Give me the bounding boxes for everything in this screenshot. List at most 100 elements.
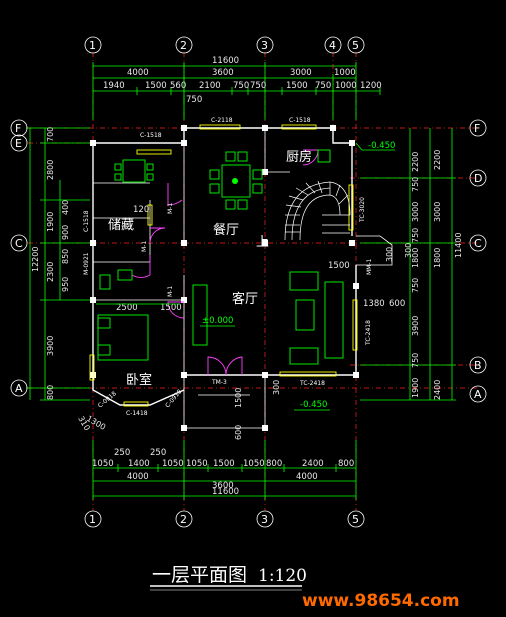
axis-right-b: B bbox=[474, 359, 482, 372]
dim-top-r3-6: 1500 bbox=[286, 81, 308, 91]
dim-top-r3-1: 1500 bbox=[145, 81, 167, 91]
dim-top-r3-9: 1200 bbox=[360, 81, 382, 91]
dim-right-o1: 3000 bbox=[433, 202, 442, 222]
dim-left-m2: 1900 bbox=[46, 212, 55, 232]
dim-top-r3-2: 560 bbox=[170, 81, 186, 91]
dim-right-i8: 1900 bbox=[411, 378, 420, 398]
dim-bot-r1-6: 800 bbox=[266, 459, 282, 469]
elevation-living: ±0.000 bbox=[202, 316, 233, 326]
dim-right-i4: 1800 bbox=[411, 248, 420, 268]
dim-top-sub: 750 bbox=[186, 95, 202, 105]
dim-bot-r1-2: 1050 bbox=[162, 459, 184, 469]
dim-top-r3-7: 750 bbox=[315, 81, 331, 91]
dim-top-r3-0: 1940 bbox=[103, 81, 125, 91]
dim-bot-r1-4: 1500 bbox=[213, 459, 235, 469]
dim-top-r3-5: 750 bbox=[250, 81, 266, 91]
dim-left-m1: 2800 bbox=[46, 160, 55, 180]
dim-right-i6: 3900 bbox=[411, 316, 420, 336]
dim-right-i7: 750 bbox=[411, 353, 420, 368]
tag-c0918a: C-0918 bbox=[97, 390, 118, 409]
tag-m1a: M-1 bbox=[167, 203, 174, 214]
dim-left-i1: 900 bbox=[61, 225, 70, 240]
tag-c0918b: C-0918 bbox=[164, 388, 183, 409]
tag-mm1: MM-1 bbox=[366, 258, 373, 275]
room-dining: 餐厅 bbox=[213, 222, 239, 238]
dim-bot-r1-7: 2400 bbox=[302, 459, 324, 469]
doors bbox=[131, 149, 319, 376]
dim-top-total: 11600 bbox=[212, 56, 239, 66]
tag-c1518c: C-1518 bbox=[83, 210, 90, 232]
dim-1380: 1380 bbox=[363, 299, 385, 309]
dim-top-r3-4: 750 bbox=[233, 81, 249, 91]
dim-bot-r1-5: 1050 bbox=[243, 459, 265, 469]
axis-left-c: C bbox=[15, 237, 23, 250]
dim-bot-total: 11600 bbox=[212, 487, 239, 497]
dim-right-total: 11400 bbox=[454, 233, 463, 258]
top-dimensions: 11600 4000 3600 3000 1000 1940 1500 560 … bbox=[92, 56, 382, 120]
bottom-dimensions: 1050 1400 1050 1050 1500 1050 800 2400 8… bbox=[92, 440, 357, 500]
tag-tc2418-b: TC-2418 bbox=[299, 380, 325, 387]
axis-right-c: C bbox=[474, 237, 482, 250]
dim-bot-r2-0: 4000 bbox=[127, 472, 149, 482]
dim-top-c: 3000 bbox=[290, 68, 312, 78]
dim-1500-a: 1500 bbox=[160, 303, 182, 313]
windows bbox=[89, 124, 358, 407]
elevation-marks: -0.450 ±0.000 -0.450 bbox=[200, 141, 395, 411]
dim-top-r3-3: 2100 bbox=[199, 81, 221, 91]
axis-bottom-5: 5 bbox=[352, 513, 359, 526]
dim-right-i1: 750 bbox=[411, 177, 420, 192]
axis-labels: 1 2 3 4 5 1 2 3 5 F E C A F D C B A bbox=[15, 39, 482, 526]
room-bedroom: 卧室 bbox=[126, 372, 152, 388]
axis-top-2: 2 bbox=[180, 39, 187, 52]
dim-2500: 2500 bbox=[116, 303, 138, 313]
dim-600-b: 600 bbox=[234, 425, 243, 440]
axis-top-3: 3 bbox=[261, 39, 268, 52]
dim-right-i2: 3000 bbox=[411, 202, 420, 222]
dim-right-i5: 750 bbox=[411, 278, 420, 293]
dim-right-i3: 750 bbox=[411, 228, 420, 243]
axis-top-4: 4 bbox=[329, 39, 336, 52]
axis-bubbles bbox=[10, 36, 487, 528]
tag-tm3: TM-3 bbox=[211, 379, 227, 386]
dim-left-m0: 700 bbox=[46, 127, 55, 142]
columns bbox=[90, 125, 359, 431]
right-dimensions: 2200 750 3000 750 1800 750 3900 750 1900… bbox=[360, 128, 463, 401]
axis-top-5: 5 bbox=[352, 39, 359, 52]
dim-bot-r1-1: 1400 bbox=[128, 459, 150, 469]
axis-bottom-3: 3 bbox=[261, 513, 268, 526]
dim-left-m4: 3900 bbox=[46, 336, 55, 356]
dim-bot-small-0: 250 bbox=[114, 448, 130, 458]
axis-bottom-1: 1 bbox=[89, 513, 96, 526]
axis-left-a: A bbox=[15, 382, 23, 395]
dim-left-i3: 950 bbox=[61, 277, 70, 292]
tag-tc3020: TC-3020 bbox=[359, 197, 366, 223]
furniture bbox=[97, 149, 344, 365]
dim-right-i9: 300 bbox=[404, 243, 413, 258]
dim-left-i0: 400 bbox=[61, 200, 70, 215]
dim-right-o2: 1800 bbox=[433, 248, 442, 268]
room-kitchen: 厨房 bbox=[286, 149, 312, 165]
dim-top-b: 3600 bbox=[212, 68, 234, 78]
dim-left-outer: 12200 bbox=[31, 247, 40, 272]
axis-top-1: 1 bbox=[89, 39, 96, 52]
dim-right-i0: 2200 bbox=[411, 152, 420, 172]
dim-bot-r1-8: 800 bbox=[338, 459, 354, 469]
left-dimensions: 12200 700 2800 1900 2300 3900 800 400 90… bbox=[26, 127, 90, 401]
axis-right-d: D bbox=[474, 172, 482, 185]
dim-bot-r1-3: 1050 bbox=[186, 459, 208, 469]
room-stair-up: 上 bbox=[256, 235, 269, 250]
tag-c2118: C-2118 bbox=[211, 117, 233, 124]
tag-m0921: M-0921 bbox=[83, 252, 90, 275]
tag-c1518: C-1518 bbox=[140, 132, 162, 139]
elevation-kitchen-terrace: -0.450 bbox=[368, 141, 395, 151]
dim-bot-small-1: 250 bbox=[150, 448, 166, 458]
dim-1500-b: 1500 bbox=[328, 261, 350, 271]
title-scale: 1:120 bbox=[258, 566, 307, 586]
dim-300-a: 300 bbox=[385, 247, 394, 262]
dim-bot-r2-2: 4000 bbox=[296, 472, 318, 482]
dim-300-b: 300 bbox=[272, 380, 281, 395]
axis-bottom-2: 2 bbox=[180, 513, 187, 526]
dim-bot-r2-1: 3600 bbox=[212, 481, 234, 491]
tag-tc2418: TC-2418 bbox=[365, 320, 372, 346]
drawing-title: 一层平面图 1:120 bbox=[150, 564, 307, 591]
